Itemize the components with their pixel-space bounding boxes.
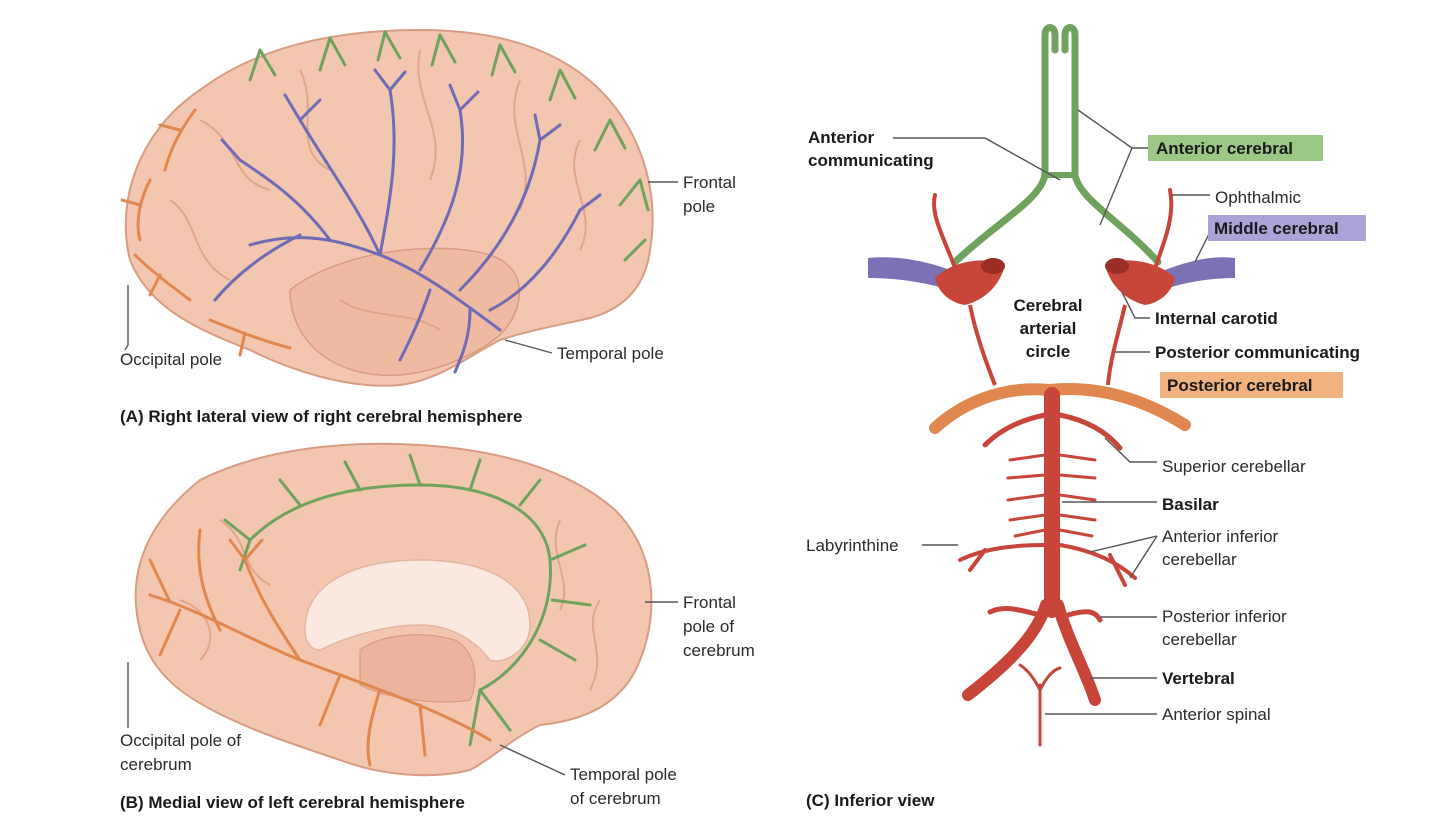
caption-panel-c: (C) Inferior view: [806, 791, 935, 810]
posterior-cerebral-highlight: [1160, 372, 1343, 398]
label-anterior-communicating: Anterior: [808, 128, 875, 147]
label-basilar: Basilar: [1162, 495, 1219, 514]
label-anterior-cerebral: Anterior cerebral: [1156, 139, 1293, 158]
internal-carotid-arteries: [935, 258, 1175, 305]
label-frontal-pole-2: pole: [683, 197, 715, 216]
center-label-3: circle: [1026, 342, 1070, 361]
middle-cerebral-right: [1160, 257, 1235, 290]
label-frontal-pole-cerebrum: Frontal: [683, 593, 736, 612]
cerebral-arterial-circle-label: Cerebral arterial circle: [1014, 296, 1083, 361]
pontine-branches: [1006, 453, 1097, 538]
ophthalmic-arteries: [932, 188, 1174, 270]
panel-a-lateral-brain: [120, 28, 654, 387]
lateral-gyri-folds: [169, 49, 587, 331]
anterior-cerebral-arteries: [951, 24, 1162, 266]
anterior-communicating-artery: [1045, 172, 1075, 178]
label-occipital-pole-cerebrum: Occipital pole of: [120, 731, 241, 750]
label-vertebral: Vertebral: [1162, 669, 1235, 688]
panel-b-labels: Frontal pole of cerebrum Occipital pole …: [120, 593, 755, 812]
caption-panel-a: (A) Right lateral view of right cerebral…: [120, 407, 522, 426]
posterior-inferior-cerebellar-arteries: [987, 606, 1103, 623]
lateral-temporal-lobe: [289, 247, 521, 377]
posterior-communicating-arteries: [968, 304, 1127, 386]
label-internal-carotid: Internal carotid: [1155, 309, 1278, 328]
label-labyrinthine: Labyrinthine: [806, 536, 899, 555]
label-occipital-pole-cerebrum-2: cerebrum: [120, 755, 192, 774]
label-anterior-communicating-2: communicating: [808, 151, 934, 170]
panel-c-arterial-circle: Cerebral arterial circle: [868, 24, 1235, 747]
posterior-cerebral-medial-branches: [148, 528, 492, 767]
basilar-vertebral-system: [962, 387, 1101, 747]
label-posterior-communicating: Posterior communicating: [1155, 343, 1360, 362]
anterior-inferior-cerebellar-arteries: [958, 543, 1137, 587]
label-anterior-inferior-cerebellar-2: cerebellar: [1162, 550, 1237, 569]
corpus-callosum: [304, 559, 531, 662]
center-label-2: arterial: [1020, 319, 1077, 338]
anterior-cerebral-medial-branches: [223, 453, 592, 747]
superior-cerebellar-arteries: [982, 412, 1123, 451]
label-posterior-cerebral: Posterior cerebral: [1167, 376, 1313, 395]
label-occipital-pole: Occipital pole: [120, 350, 222, 369]
label-middle-cerebral: Middle cerebral: [1214, 219, 1339, 238]
anterior-cerebral-highlight: [1148, 135, 1323, 161]
panel-a-labels: Frontal pole Occipital pole Temporal pol…: [120, 173, 736, 426]
label-temporal-pole-cerebrum: Temporal pole: [570, 765, 677, 784]
label-frontal-pole-cerebrum-3: cerebrum: [683, 641, 755, 660]
label-temporal-pole: Temporal pole: [557, 344, 664, 363]
label-anterior-inferior-cerebellar: Anterior inferior: [1162, 527, 1279, 546]
label-posterior-inferior-cerebellar: Posterior inferior: [1162, 607, 1287, 626]
label-temporal-pole-cerebrum-2: of cerebrum: [570, 789, 661, 808]
posterior-cerebral-lateral-branches: [120, 108, 292, 357]
label-ophthalmic: Ophthalmic: [1215, 188, 1301, 207]
label-anterior-spinal: Anterior spinal: [1162, 705, 1271, 724]
anterior-cerebral-lateral-branches: [248, 30, 650, 262]
panel-b-medial-brain: [134, 442, 653, 777]
middle-cerebral-left: [868, 257, 955, 290]
label-frontal-pole: Frontal: [683, 173, 736, 192]
center-label-1: Cerebral: [1014, 296, 1083, 315]
label-frontal-pole-cerebrum-2: pole of: [683, 617, 734, 636]
panel-c-labels: Anterior communicating Anterior cerebral…: [806, 109, 1366, 810]
label-superior-cerebellar: Superior cerebellar: [1162, 457, 1306, 476]
label-posterior-inferior-cerebellar-2: cerebellar: [1162, 630, 1237, 649]
thalamus-region: [359, 634, 476, 703]
middle-cerebral-branches: [213, 68, 602, 374]
caption-panel-b: (B) Medial view of left cerebral hemisph…: [120, 793, 465, 812]
middle-cerebral-highlight: [1208, 215, 1366, 241]
